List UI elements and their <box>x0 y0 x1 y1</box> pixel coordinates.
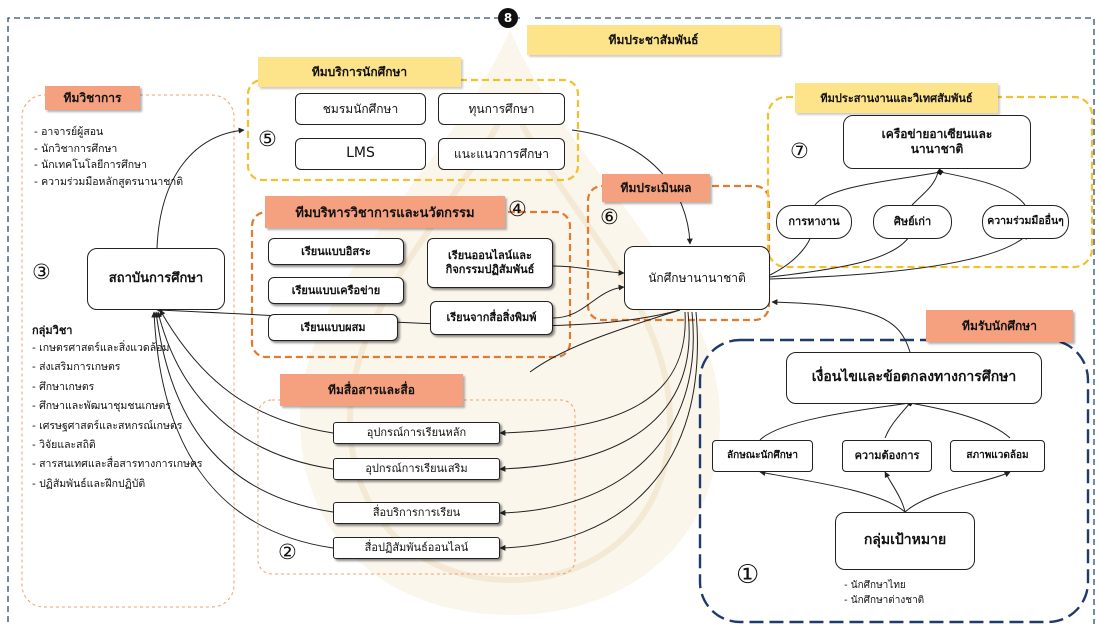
international-student-node: นักศึกษานานาชาติ <box>624 246 770 310</box>
coordination-item-jobs: การหางาน <box>776 205 852 239</box>
media-number: ② <box>278 540 297 564</box>
academic-team-header: ทีมวิชาการ <box>45 86 140 110</box>
list-item: - ศึกษาและพัฒนาชุมชนเกษตร <box>32 400 171 413</box>
pr-number-badge: 8 <box>498 8 518 28</box>
learning-mode-independent: เรียนแบบอิสระ <box>268 238 404 265</box>
list-item: - นักศึกษาไทย <box>844 580 906 591</box>
list-item: - ส่งเสริมการเกษตร <box>32 361 121 374</box>
asean-network-node: เครือข่ายอาเซียนและนานาชาติ <box>843 115 1031 169</box>
service-item-club: ชมรมนักศึกษา <box>295 93 426 125</box>
list-item: - สารสนเทศและสื่อสารทางการเกษตร <box>32 458 203 471</box>
list-item: - นักศึกษาต่างชาติ <box>844 595 925 606</box>
institution-node: สถาบันการศึกษา <box>87 248 225 310</box>
target-group-node: กลุ่มเป้าหมาย <box>835 512 975 570</box>
learning-mode-print: เรียนจากสื่อสิ่งพิมพ์ <box>430 301 553 335</box>
service-team-header: ทีมบริการนักศึกษา <box>258 57 461 87</box>
media-team-header: ทีมสื่อสารและสื่อ <box>280 374 463 406</box>
pr-team-header: ทีมประชาสัมพันธ์ <box>527 25 780 55</box>
coordination-item-other: ความร่วมมืออื่นๆ <box>982 205 1069 239</box>
list-item: - ศึกษาเกษตร <box>32 380 95 393</box>
list-item: - วิจัยและสถิติ <box>32 439 96 452</box>
subjects-title: กลุ่มวิชา <box>32 324 73 337</box>
service-item-lms: LMS <box>295 138 426 170</box>
coordination-team-header: ทีมประสานงานและวิเทศสัมพันธ์ <box>795 83 998 113</box>
list-item: - เกษตรศาสตร์และสิ่งแวดล้อม <box>32 342 170 354</box>
factor-environment: สภาพแวดล้อม <box>950 440 1045 472</box>
service-item-guidance: แนะแนวการศึกษา <box>438 138 565 170</box>
list-item: - ความร่วมมือหลักสูตรนานาชาติ <box>34 175 184 188</box>
coordination-number: ⑦ <box>790 139 809 163</box>
list-item: - นักเทคโนโลยีการศึกษา <box>34 159 147 171</box>
target-list: - นักศึกษาไทย - นักศึกษาต่างชาติ <box>844 578 924 608</box>
conditions-node: เงื่อนไขและข้อตกลงทางการศึกษา <box>786 352 1042 404</box>
list-item: - นักวิชาการศึกษา <box>34 142 118 155</box>
admission-group-border <box>698 338 1090 624</box>
learning-mode-online: เรียนออนไลน์และกิจกรรมปฏิสัมพันธ์ <box>427 238 553 288</box>
learning-mode-blended: เรียนแบบผสม <box>268 314 398 341</box>
service-item-scholarship: ทุนการศึกษา <box>438 93 565 125</box>
evaluation-group-border <box>586 184 771 322</box>
pr-number: 8 <box>503 11 513 25</box>
innovation-number: ④ <box>508 197 527 221</box>
learning-mode-network: เรียนแบบเครือข่าย <box>268 277 404 304</box>
list-item: - อาจารย์ผู้สอน <box>34 126 104 138</box>
media-item-online-interaction: สื่อปฏิสัมพันธ์ออนไลน์ <box>333 537 500 559</box>
subjects-list: - เกษตรศาสตร์และสิ่งแวดล้อม - ส่งเสริมกา… <box>32 339 203 494</box>
academic-number: ③ <box>32 260 51 284</box>
list-item: - เศรษฐศาสตร์และสหกรณ์เกษตร <box>32 419 183 432</box>
admission-team-header: ทีมรับนักศึกษา <box>926 310 1073 342</box>
service-number: ⑤ <box>258 127 277 151</box>
academic-staff-list: - อาจารย์ผู้สอน - นักวิชาการศึกษา - นักเ… <box>34 124 183 190</box>
coordination-item-alumni: ศิษย์เก่า <box>873 205 952 239</box>
innovation-team-header: ทีมบริหารวิชาการและนวัตกรรม <box>265 196 505 228</box>
media-item-learning-service: สื่อบริการการเรียน <box>333 502 500 524</box>
factor-needs: ความต้องการ <box>842 440 932 472</box>
media-item-main-equipment: อุปกรณ์การเรียนหลัก <box>333 422 500 444</box>
factor-student-characteristics: ลักษณะนักศึกษา <box>712 440 813 472</box>
list-item: - ปฏิสัมพันธ์และฝึกปฏิบัติ <box>32 477 146 490</box>
admission-number: ① <box>736 560 760 590</box>
media-item-supplementary-equipment: อุปกรณ์การเรียนเสริม <box>333 458 500 480</box>
evaluation-number: ⑥ <box>600 205 619 229</box>
evaluation-team-header: ทีมประเมินผล <box>602 174 710 202</box>
